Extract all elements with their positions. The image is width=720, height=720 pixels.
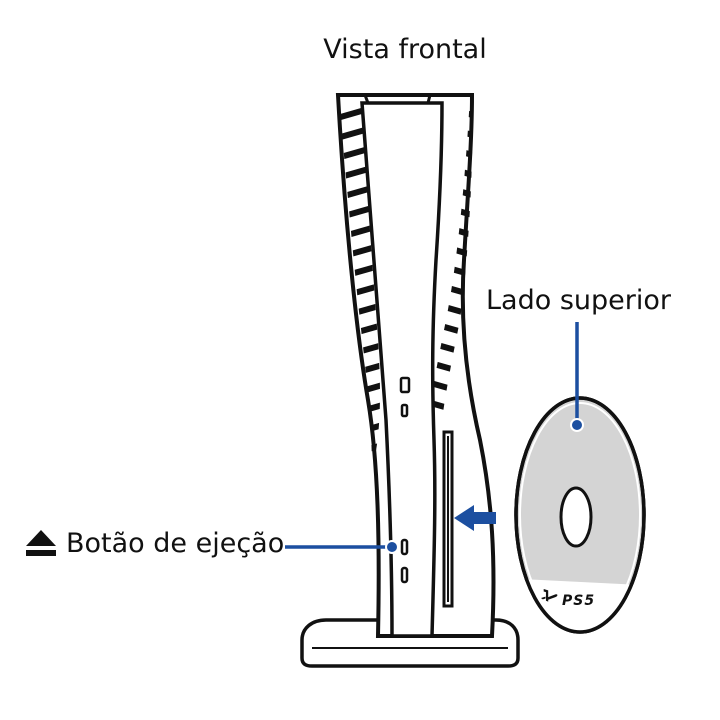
eject-button[interactable]	[400, 538, 409, 556]
view-title: Vista frontal	[323, 34, 487, 65]
usb-port-upper	[399, 376, 411, 394]
eject-button-label: Botão de ejeção	[66, 528, 285, 559]
playstation-logo-icon	[541, 589, 558, 602]
arrow-left-icon	[454, 505, 496, 531]
disc: PS5	[514, 396, 646, 634]
power-button[interactable]	[400, 566, 409, 584]
console-body	[335, 93, 496, 638]
disc-logo-text: PS5	[562, 593, 595, 609]
top-side-label: Lado superior	[486, 285, 671, 316]
eject-icon	[26, 530, 56, 556]
usb-port-small	[400, 403, 409, 418]
eject-callout	[285, 540, 399, 554]
top-side-callout	[570, 322, 584, 432]
